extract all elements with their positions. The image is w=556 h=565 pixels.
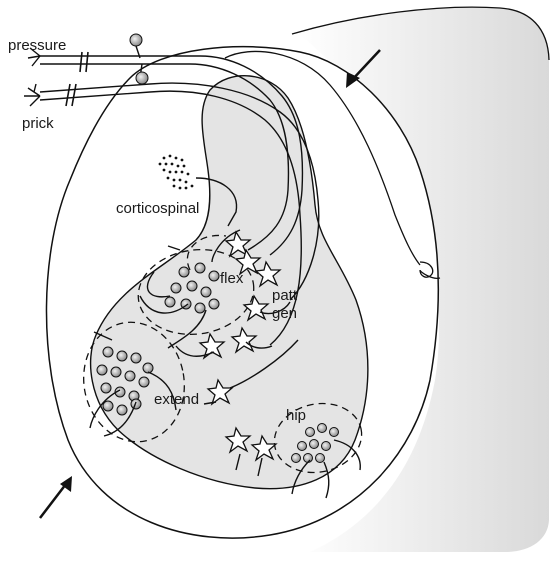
interneuron-fibers — [175, 301, 299, 477]
interneuron-star-icon — [198, 230, 282, 462]
cord-side-edge — [291, 6, 550, 61]
label-patt: patt — [272, 287, 298, 304]
label-pressure: pressure — [8, 37, 66, 54]
label-hip: hip — [286, 407, 306, 424]
motor-pools — [83, 234, 363, 474]
gray-matter — [89, 75, 369, 490]
motor-neuron-icon — [164, 262, 220, 314]
label-extend: extend — [154, 391, 199, 408]
arrow-icon — [346, 49, 381, 88]
ganglion-cell-icon — [129, 33, 143, 47]
label-corticospinal: corticospinal — [116, 200, 199, 217]
dorsal-root-fibers — [24, 45, 320, 346]
label-flex: flex — [220, 270, 244, 287]
motor-neuron-icon — [96, 346, 154, 416]
cord-side-face — [296, 7, 549, 552]
motor-axons — [89, 229, 361, 499]
corticospinal-tract — [158, 154, 194, 190]
arrow-icon — [39, 476, 72, 519]
lateral-notch — [419, 261, 441, 279]
ganglion-cell-icon — [135, 71, 149, 85]
dorsal-horn-contour — [224, 50, 421, 266]
label-gen: gen — [272, 305, 297, 322]
label-prick: prick — [22, 115, 54, 132]
